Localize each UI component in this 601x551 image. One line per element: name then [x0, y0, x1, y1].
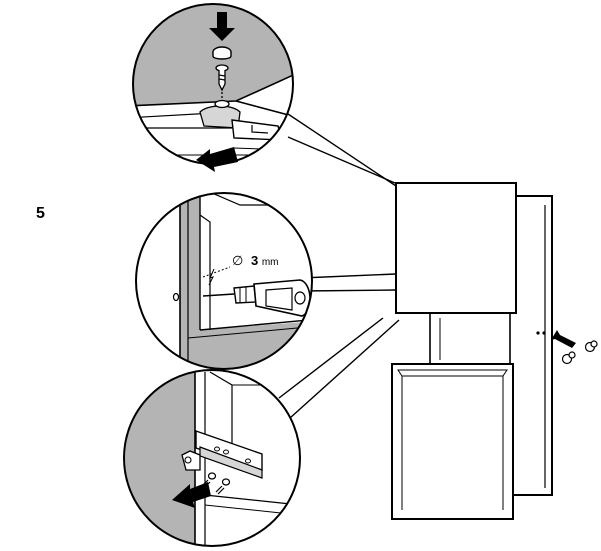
drill-diameter-symbol: ∅: [232, 253, 243, 268]
push-arrow-icon: [551, 330, 576, 348]
push-arrow-icon: [196, 147, 238, 172]
drill-size-unit: mm: [262, 257, 279, 268]
drill-icon: [202, 279, 311, 317]
detail-middle-circle: ∅ 3 mm: [135, 192, 313, 370]
detail-bottom-circle: [123, 369, 301, 547]
drill-size-label: ∅ 3 mm: [232, 253, 278, 268]
cover-cap-icon: [212, 46, 232, 60]
drill-size-value: 3: [251, 253, 258, 268]
upper-door: [395, 182, 517, 314]
screw-icon: [215, 64, 229, 100]
step-number: 5: [36, 205, 45, 222]
push-arrow-icon: [209, 12, 235, 41]
cover-cap-icon: [561, 340, 598, 365]
detail-top-circle: [132, 3, 294, 172]
lower-door: [391, 363, 514, 520]
push-arrow-icon: [172, 482, 211, 508]
leader-lines: [278, 111, 400, 419]
